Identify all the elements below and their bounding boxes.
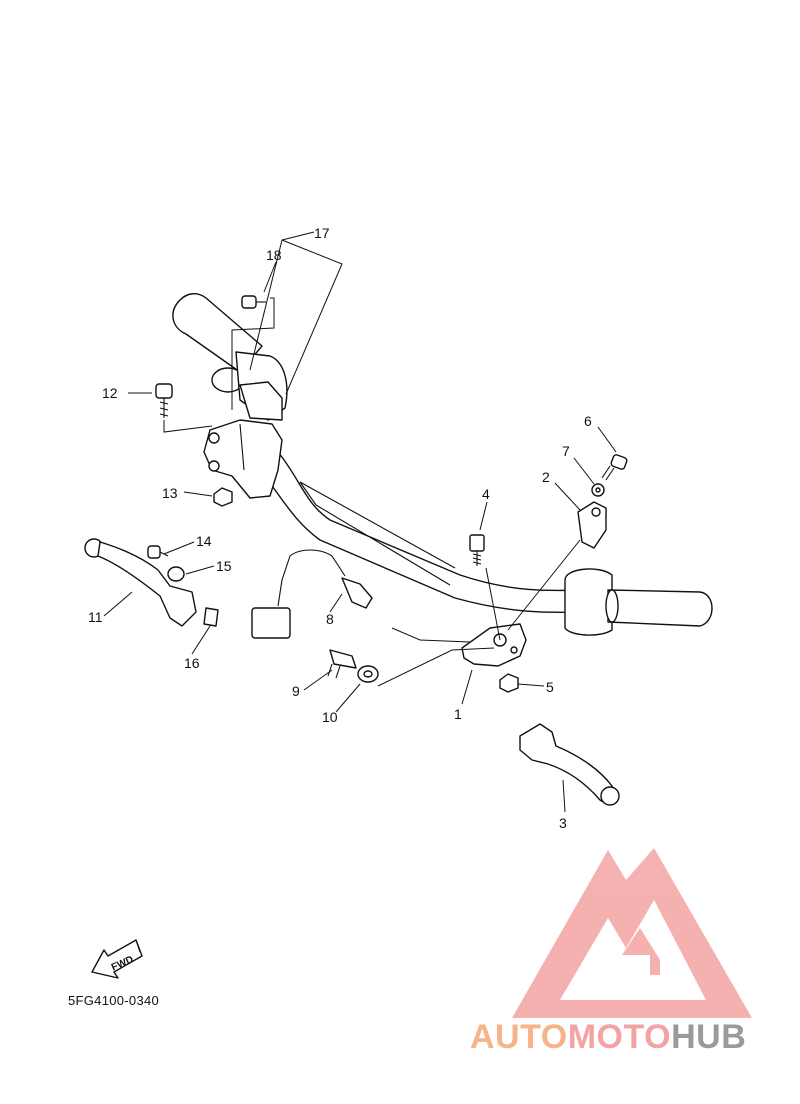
callout-11: 11 bbox=[88, 609, 103, 625]
part-7-washer bbox=[591, 483, 605, 497]
callout-8: 8 bbox=[326, 611, 334, 627]
callout-numbers: 1 2 3 4 5 6 7 8 9 10 11 12 13 14 15 16 1… bbox=[88, 225, 592, 831]
part-9-bolt bbox=[327, 649, 357, 679]
part-8-switch-sensor bbox=[251, 549, 373, 639]
callout-4: 4 bbox=[482, 486, 490, 502]
part-10-nut bbox=[357, 665, 379, 683]
part-code: 5FG4100-0340 bbox=[68, 993, 160, 1008]
callout-5: 5 bbox=[546, 679, 554, 695]
callout-18: 18 bbox=[266, 247, 282, 263]
callout-6: 6 bbox=[584, 413, 592, 429]
part-2-clamp bbox=[577, 501, 607, 549]
part-6-screw bbox=[601, 454, 628, 481]
part-3-front-brake-lever bbox=[519, 723, 620, 806]
part-14-screw bbox=[147, 545, 169, 559]
part-11-clutch-lever bbox=[84, 538, 197, 627]
callout-10: 10 bbox=[322, 709, 338, 725]
callout-13: 13 bbox=[162, 485, 178, 501]
right-grip bbox=[564, 568, 713, 636]
brand-watermark: AUTOMOTOHUB bbox=[470, 1018, 746, 1057]
brand-logo-icon bbox=[512, 848, 752, 1018]
part-1-lever-holder bbox=[461, 623, 527, 667]
callout-3: 3 bbox=[559, 815, 567, 831]
callout-9: 9 bbox=[292, 683, 300, 699]
callout-7: 7 bbox=[562, 443, 570, 459]
callout-12: 12 bbox=[102, 385, 118, 401]
part-15-nut bbox=[167, 566, 185, 582]
brand-part-auto: AUTO bbox=[470, 1018, 568, 1056]
brand-part-hub: HUB bbox=[671, 1018, 747, 1056]
part-18-screw bbox=[241, 295, 266, 309]
callout-15: 15 bbox=[216, 558, 232, 574]
callout-2: 2 bbox=[542, 469, 550, 485]
leader-lines bbox=[163, 239, 581, 687]
callout-1: 1 bbox=[454, 706, 462, 722]
part-13-nut bbox=[213, 487, 233, 507]
brand-part-moto: MOTO bbox=[567, 1018, 672, 1056]
handlebar bbox=[239, 429, 591, 614]
callout-17: 17 bbox=[314, 225, 330, 241]
part-12-bolt bbox=[155, 383, 173, 418]
callout-14: 14 bbox=[196, 533, 212, 549]
callout-16: 16 bbox=[184, 655, 200, 671]
left-switch-housing bbox=[203, 381, 283, 499]
callout-leaders bbox=[103, 231, 617, 813]
part-5-nut bbox=[499, 673, 519, 693]
fwd-arrow-icon: FWD bbox=[91, 939, 143, 979]
part-4-bolt bbox=[469, 534, 485, 566]
part-16-pin bbox=[203, 607, 219, 627]
